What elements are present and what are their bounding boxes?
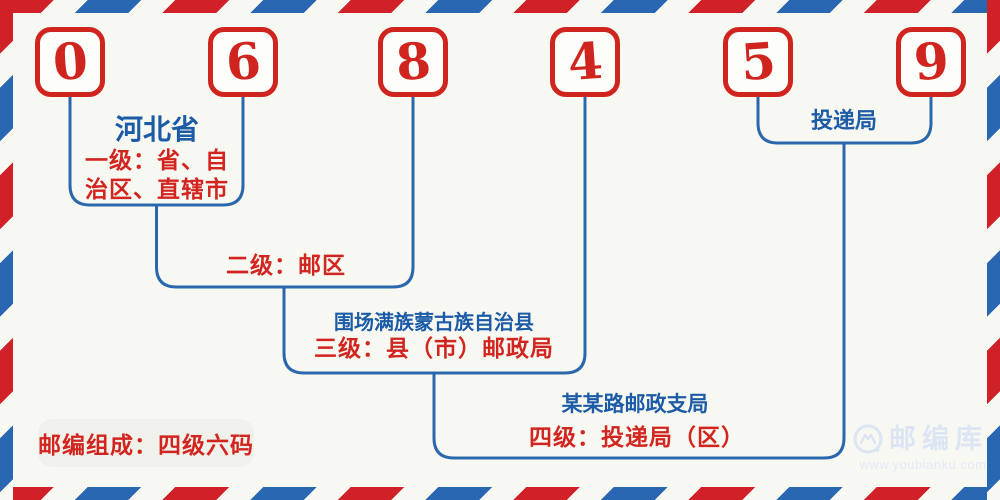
- digit-box-2: 6: [208, 27, 278, 97]
- digit-3: 8: [393, 30, 433, 93]
- postcode-composition-text: 邮编组成：四级六码: [38, 432, 254, 458]
- digit-box-1: 0: [35, 27, 105, 97]
- airmail-border-top: [0, 0, 1000, 13]
- watermark-url: www.youbianku.com: [859, 457, 987, 472]
- level1-label: 一级：省、自 治区、直辖市: [85, 147, 229, 202]
- postcode-composition-badge: 邮编组成：四级六码: [38, 419, 254, 467]
- watermark-site-name: 邮编库: [889, 423, 988, 454]
- level3-place-name: 围场满族蒙古族自治县: [334, 310, 534, 334]
- delivery-office-label: 投递局: [810, 108, 878, 134]
- level3-label: 三级：县（市）邮政局: [314, 335, 554, 361]
- digit-1: 0: [50, 30, 90, 93]
- youbianku-watermark[interactable]: 邮编库 www.youbianku.com: [853, 424, 993, 472]
- digit-box-3: 8: [378, 27, 448, 97]
- digit-5: 5: [738, 30, 778, 93]
- digit-box-5: 5: [723, 27, 793, 97]
- airmail-border-bottom: [0, 487, 1000, 500]
- digit-4: 4: [565, 30, 605, 93]
- airmail-border-right: [987, 0, 1000, 500]
- digit-2: 6: [223, 30, 263, 93]
- airmail-border-left: [0, 0, 13, 500]
- level1-place-name: 河北省: [114, 113, 200, 146]
- level4-label: 四级：投递局（区）: [529, 424, 745, 450]
- bracket-level4: [432, 143, 846, 460]
- level2-label: 二级：邮区: [226, 252, 346, 278]
- level4-place-name: 某某路邮政支局: [561, 391, 709, 416]
- digit-6: 9: [911, 30, 951, 93]
- digit-box-4: 4: [550, 27, 620, 97]
- digit-box-6: 9: [896, 27, 966, 97]
- envelope-logo-icon: [853, 424, 883, 454]
- bracket-delivery-office: [756, 97, 933, 145]
